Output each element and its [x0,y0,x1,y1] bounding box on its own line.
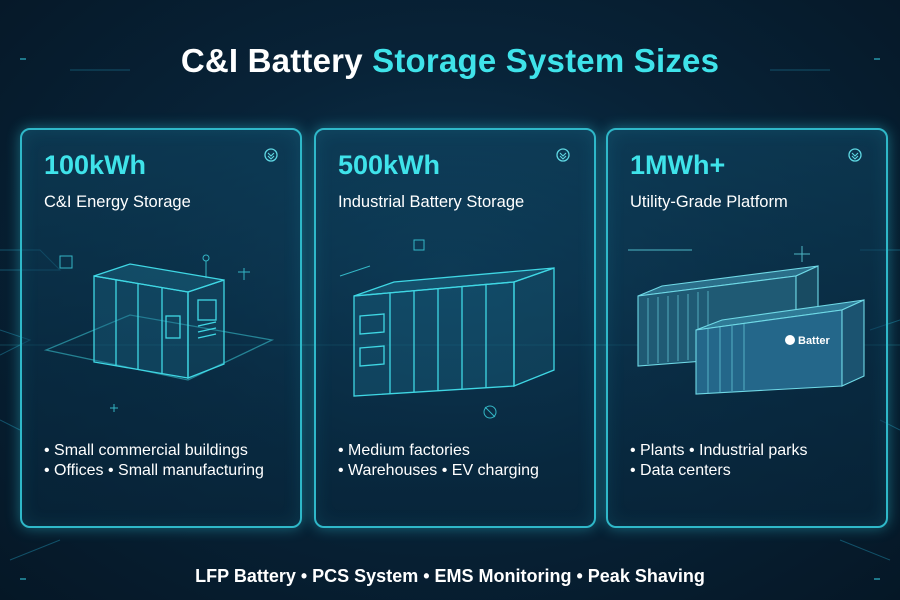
bullet-line-2: • Warehouses • EV charging [338,462,539,479]
chevron-down-icon [848,148,862,162]
chevron-down-icon [556,148,570,162]
bullet-line-2: • Offices • Small manufacturing [44,462,264,479]
card-100kwh [20,128,302,528]
shipping-containers-illustration: Batter [628,246,865,395]
container-logo-text: Batter [798,335,831,347]
bullet-line-1: • Plants • Industrial parks [630,442,808,459]
container-logo: Batter [785,335,831,347]
card-capacity: 100kWh [44,150,147,180]
chevron-down-icon [264,148,278,162]
title-part2: Storage System Sizes [372,42,720,79]
bullet-line-1: • Medium factories [338,442,470,459]
footer-features: LFP Battery • PCS System • EMS Monitorin… [195,566,705,586]
cabinet-illustration [43,254,275,412]
card-subtitle: Industrial Battery Storage [338,193,525,211]
page-title: C&I Battery Storage System Sizes [0,42,900,80]
bullet-line-2: • Data centers [630,462,731,479]
card-capacity: 1MWh+ [630,150,726,180]
container-illustration [339,239,555,419]
title-part1: C&I Battery [180,42,363,79]
card-capacity: 500kWh [338,150,441,180]
card-500kwh [314,128,596,528]
bullet-line-1: • Small commercial buildings [44,442,248,459]
card-subtitle: Utility-Grade Platform [630,193,788,211]
card-subtitle: C&I Energy Storage [44,193,191,211]
